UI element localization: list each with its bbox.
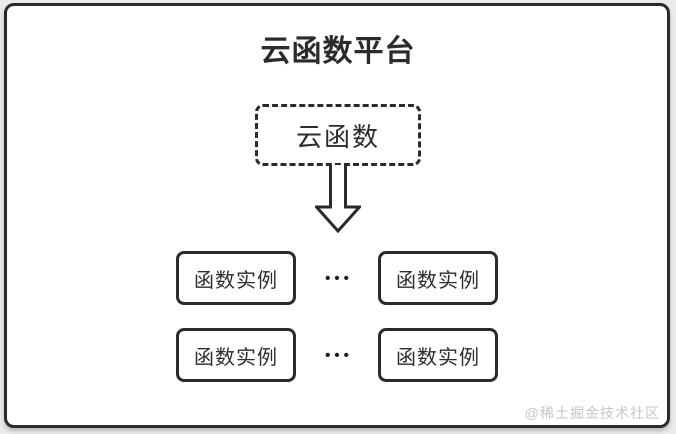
function-instance-label: 函数实例 [194,269,278,292]
function-instance-node: 函数实例 [176,251,296,305]
function-instance-node: 函数实例 [377,328,498,382]
ellipsis-dots: ••• [325,346,353,364]
instance-row: 函数实例 ••• 函数实例 [176,328,498,382]
diagram-title: 云函数平台 [260,35,416,68]
ellipsis-dots: ••• [325,269,353,287]
watermark: @稀土掘金技术社区 [524,405,660,421]
function-instance-node: 函数实例 [377,251,498,305]
function-instance-label: 函数实例 [395,269,480,292]
cloud-function-node: 云函数 [255,104,421,166]
function-instance-label: 函数实例 [194,346,278,369]
function-instance-label: 函数实例 [395,346,480,369]
function-instance-node: 函数实例 [176,328,296,382]
down-arrow-icon [315,165,361,233]
cloud-function-node-label: 云函数 [295,121,380,152]
instance-row: 函数实例 ••• 函数实例 [176,251,498,305]
